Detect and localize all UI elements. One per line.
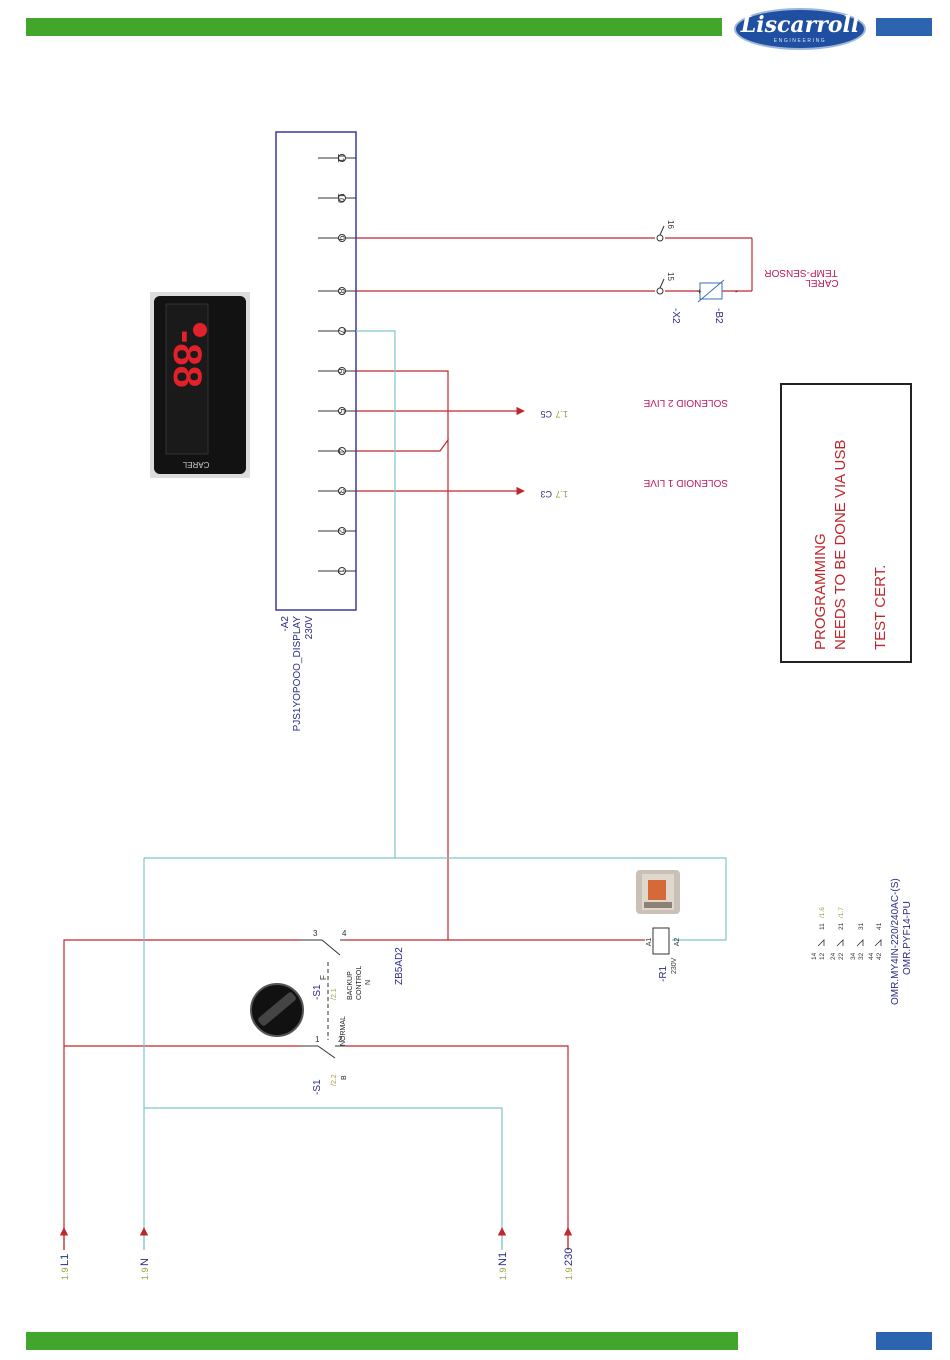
terminal-label: 8	[336, 288, 346, 293]
svg-text:22: 22	[838, 952, 845, 960]
sensor-plus: +	[697, 287, 702, 296]
supply-ref: 1.9	[498, 1267, 508, 1280]
carel-display-photo: -88 CAREL	[150, 292, 250, 478]
relay-a2: A2	[674, 938, 681, 947]
selector-switch-photo	[250, 983, 304, 1037]
svg-text:44: 44	[868, 952, 875, 960]
controller-voltage: 230V	[304, 616, 315, 640]
terminal-label: 1	[336, 568, 346, 573]
svg-text:/1.6: /1.6	[819, 907, 826, 918]
svg-text:24: 24	[830, 952, 837, 960]
s1-model: ZB5AD2	[394, 947, 405, 985]
s1-pos-control: CONTROL	[356, 966, 363, 1000]
terminal-label: 11	[336, 153, 346, 162]
output-ref: 1.7	[555, 489, 568, 499]
sensor-tag: -B2	[713, 308, 724, 324]
s1-ref-a: /2.1	[331, 988, 338, 1000]
terminal-label: 2	[336, 528, 346, 533]
note-line-3: TEST CERT.	[872, 565, 889, 650]
s1-pin: 2	[338, 1035, 343, 1044]
note-line-2: NEEDS TO BE DONE VIA USB	[832, 440, 849, 650]
svg-text:/1.7: /1.7	[838, 907, 845, 918]
s1-tag: -S1	[312, 984, 323, 1000]
svg-text:34: 34	[850, 952, 857, 960]
terminal-label: 5	[336, 408, 346, 413]
display-brand: CAREL	[182, 460, 209, 469]
s1-symbol-f: F	[319, 975, 328, 980]
svg-text:11: 11	[819, 923, 826, 930]
terminal-label: 6	[336, 368, 346, 373]
relay-voltage: 230V	[671, 957, 678, 974]
sensor-minus: -	[735, 287, 738, 296]
footer-green-bar	[26, 1332, 738, 1350]
solenoid-1-label: SOLENOID 1 LIVE	[643, 477, 728, 488]
svg-text:31: 31	[858, 922, 865, 930]
s1-pin: 3	[313, 929, 318, 938]
note-line-1: PROGRAMMING	[812, 533, 829, 650]
output-dest: C5	[540, 409, 552, 419]
sensor-name-2: TEMP-SENSOR	[764, 267, 837, 278]
x2-pin-label: 16	[666, 220, 675, 229]
svg-text:41: 41	[876, 922, 883, 930]
company-logo: Liscarroll ENGINEERING	[734, 8, 868, 52]
s1-pos-normal: NORMAL	[340, 1016, 347, 1046]
s1-letter-b: B	[341, 1075, 348, 1080]
header-blue-bar	[876, 18, 932, 36]
relay-a1: A1	[646, 938, 653, 947]
programming-note-box	[780, 383, 912, 663]
svg-text:21: 21	[838, 922, 845, 930]
footer-blue-bar	[876, 1332, 932, 1350]
s1-pin: 1	[315, 1035, 320, 1044]
x2-tag: -X2	[670, 308, 681, 324]
display-readout: -88	[165, 330, 209, 388]
s1-tag-lower: -S1	[312, 1079, 323, 1095]
header-green-bar	[26, 18, 722, 36]
supply-ref: 1.9	[564, 1267, 574, 1280]
supply-ref: 1.9	[140, 1267, 150, 1280]
supply-ref: 1.9	[60, 1267, 70, 1280]
relay-tag: -R1	[658, 965, 669, 982]
s1-letter-n: N	[365, 980, 372, 985]
supply-name: N	[139, 1258, 151, 1266]
terminal-label: 7	[336, 328, 346, 333]
output-ref: 1.7	[555, 409, 568, 419]
terminal-label: 3	[336, 488, 346, 493]
terminal-label: 9	[336, 235, 346, 240]
sensor-name-1: CAREL	[805, 277, 839, 288]
svg-text:14: 14	[811, 952, 818, 960]
supply-name: L1	[59, 1254, 71, 1266]
supply-name: 230	[563, 1248, 575, 1266]
controller-tag: -A2	[280, 616, 291, 632]
svg-text:12: 12	[819, 952, 826, 960]
s1-pos-backup: BACKUP	[347, 971, 354, 1000]
supply-name: N1	[497, 1252, 509, 1266]
svg-text:32: 32	[858, 952, 865, 960]
s1-pin: 4	[342, 929, 347, 938]
relay-base: OMR.PYF14-PU	[902, 901, 913, 975]
svg-text:42: 42	[876, 952, 883, 960]
output-dest: C3	[540, 489, 552, 499]
relay-coil	[652, 927, 670, 955]
relay-photo	[636, 870, 680, 914]
solenoid-2-label: SOLENOID 2 LIVE	[643, 397, 728, 408]
controller-model: PJS1YOPOOO_DISPLAY	[292, 616, 303, 732]
x2-pin-label: 15	[666, 272, 675, 281]
s1-ref-b: /2.2	[331, 1074, 338, 1086]
terminal-label: 4	[336, 448, 346, 453]
relay-model: OMR.MY4IN-220/240AC-(S)	[890, 878, 901, 1005]
terminal-label: 10	[336, 193, 346, 203]
